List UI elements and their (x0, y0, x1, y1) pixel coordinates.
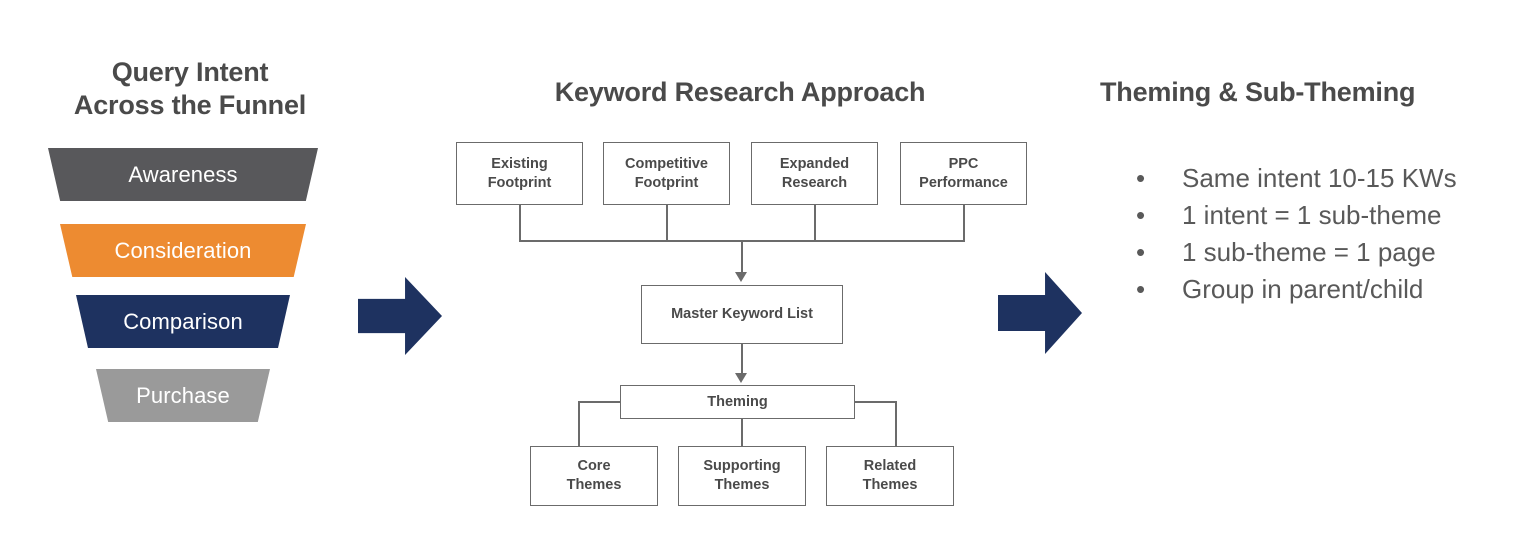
funnel-segment-label: Awareness (128, 161, 238, 187)
funnel-panel-title: Query Intent Across the Funnel (40, 56, 340, 122)
node-line-1: Expanded (779, 155, 850, 172)
funnel-segment-consideration[interactable]: Consideration (60, 224, 306, 277)
connector-bus-to-master (741, 240, 743, 274)
bullet-icon: • (1136, 237, 1146, 267)
node-line-2: Research (781, 174, 848, 191)
node-line-2: Footprint (634, 174, 699, 191)
bullet-icon: • (1136, 163, 1146, 193)
node-line-1: Competitive (625, 155, 708, 172)
node-line-2: Themes (714, 477, 770, 493)
node-line-2: Performance (919, 174, 1008, 191)
theming-panel-title: Theming & Sub-Theming (1100, 77, 1416, 107)
connector-theming-right-horizontal (853, 401, 897, 403)
node-line-1: PPC (948, 155, 979, 172)
funnel-title-line-2: Across the Funnel (73, 89, 307, 120)
approach-panel-title: Keyword Research Approach (554, 77, 926, 107)
bullet-icon: • (1136, 274, 1146, 304)
node-master-keyword-list[interactable]: Master Keyword List (641, 285, 843, 344)
list-item-label: Group in parent/child (1182, 274, 1424, 304)
node-line-1: Supporting (703, 458, 781, 475)
node-line-1: Core (577, 458, 611, 475)
connector-existing-footprint (519, 205, 521, 241)
node-competitive-footprint[interactable]: Competitive Footprint (603, 142, 730, 205)
connector-theming-to-core (578, 401, 580, 447)
connector-expanded-research (814, 205, 816, 241)
node-expanded-research[interactable]: Expanded Research (751, 142, 878, 205)
list-item: • 1 intent = 1 sub-theme (1128, 197, 1528, 234)
node-label: Theming (707, 393, 768, 410)
funnel-title-line-1: Query Intent (111, 57, 269, 87)
list-item-label: 1 intent = 1 sub-theme (1182, 200, 1442, 230)
connector-theming-left-horizontal (578, 401, 622, 403)
theming-bullet-list: • Same intent 10-15 KWs • 1 intent = 1 s… (1128, 160, 1528, 308)
funnel-segment-label: Comparison (123, 308, 243, 334)
node-theming[interactable]: Theming (620, 385, 855, 419)
funnel-segment-label: Consideration (114, 237, 252, 263)
node-line-2: Themes (862, 477, 918, 493)
bullet-icon: • (1136, 200, 1146, 230)
node-line-2: Themes (566, 477, 622, 493)
connector-theming-to-related (895, 401, 897, 447)
node-label: Master Keyword List (671, 306, 813, 323)
funnel-segment-awareness[interactable]: Awareness (48, 148, 318, 201)
right-arrow-icon-approach-to-theming (998, 272, 1082, 354)
funnel-segment-label: Purchase (136, 382, 230, 408)
connector-competitive-footprint (666, 205, 668, 241)
node-core-themes[interactable]: Core Themes (530, 446, 658, 506)
arrowhead-icon-theming (735, 373, 747, 383)
connector-theming-to-supporting (741, 418, 743, 447)
connector-master-to-theming (741, 344, 743, 374)
list-item: • Group in parent/child (1128, 271, 1528, 308)
funnel-segment-comparison[interactable]: Comparison (76, 295, 290, 348)
connector-ppc-performance (963, 205, 965, 241)
node-ppc-performance[interactable]: PPC Performance (900, 142, 1027, 205)
list-item-label: Same intent 10-15 KWs (1182, 163, 1457, 193)
funnel-segment-purchase[interactable]: Purchase (96, 369, 270, 422)
node-existing-footprint[interactable]: Existing Footprint (456, 142, 583, 205)
list-item: • 1 sub-theme = 1 page (1128, 234, 1528, 271)
arrowhead-icon-master (735, 272, 747, 282)
right-arrow-icon-funnel-to-approach (358, 277, 442, 355)
list-item: • Same intent 10-15 KWs (1128, 160, 1528, 197)
list-item-label: 1 sub-theme = 1 page (1182, 237, 1436, 267)
node-line-1: Existing (491, 155, 548, 172)
node-line-2: Footprint (487, 174, 552, 191)
node-supporting-themes[interactable]: Supporting Themes (678, 446, 806, 506)
node-line-1: Related (863, 458, 917, 475)
node-related-themes[interactable]: Related Themes (826, 446, 954, 506)
